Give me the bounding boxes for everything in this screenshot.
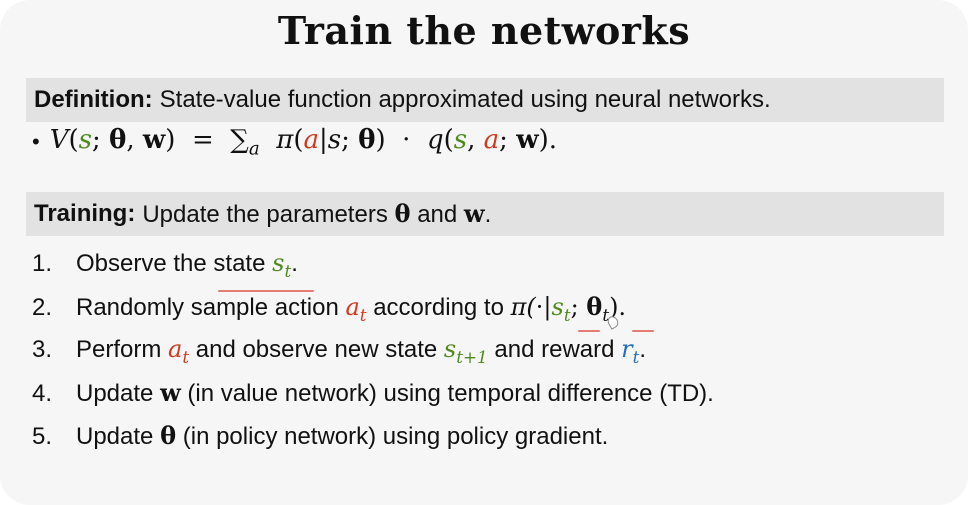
training-label: Training: [34,200,136,227]
step-number: 4. [32,380,53,407]
definition-text: State-value function approximated using … [159,86,771,113]
list-item: 3. Perform at and observe new state st+1… [32,335,942,378]
slide-title: Train the networks [277,8,691,53]
bullet: • [32,129,40,155]
step-text: Update θ (in policy network) using polic… [76,421,609,450]
definition-label: Definition: [34,86,153,113]
step-text: Perform at and observe new state st+1 an… [76,335,647,367]
step-number: 3. [32,336,53,363]
definition-band: Definition: State-value function approxi… [26,78,944,122]
step-text: Randomly sample action at according to π… [76,292,627,325]
formula-expression: V(s; θ, w) = ∑a π(a|s; θ) · q(s, a; w). [49,125,558,160]
list-item: 5. Update θ (in policy network) using po… [32,421,942,464]
value-function-formula: • V(s; θ, w) = ∑a π(a|s; θ) · q(s, a; w)… [32,125,557,159]
step-text: Update w (in value network) using tempor… [76,378,714,407]
step-number: 1. [32,250,53,277]
list-item: 4. Update w (in value network) using tem… [32,378,942,421]
training-band: Training: Update the parameters θ and w. [26,192,944,236]
annotation-underline-policy-dot [578,330,600,332]
training-text: Update the parameters θ and w. [142,199,492,228]
step-number: 2. [32,294,53,321]
list-item: 1. Observe the state st. [32,249,942,292]
step-text: Observe the state st. [76,249,298,281]
annotation-underline-state [218,290,314,292]
list-item: 2. Randomly sample action at according t… [32,292,942,335]
annotation-underline-policy-state [632,330,654,332]
training-steps-list: 1. Observe the state st. 2. Randomly sam… [32,249,942,464]
step-number: 5. [32,423,53,450]
